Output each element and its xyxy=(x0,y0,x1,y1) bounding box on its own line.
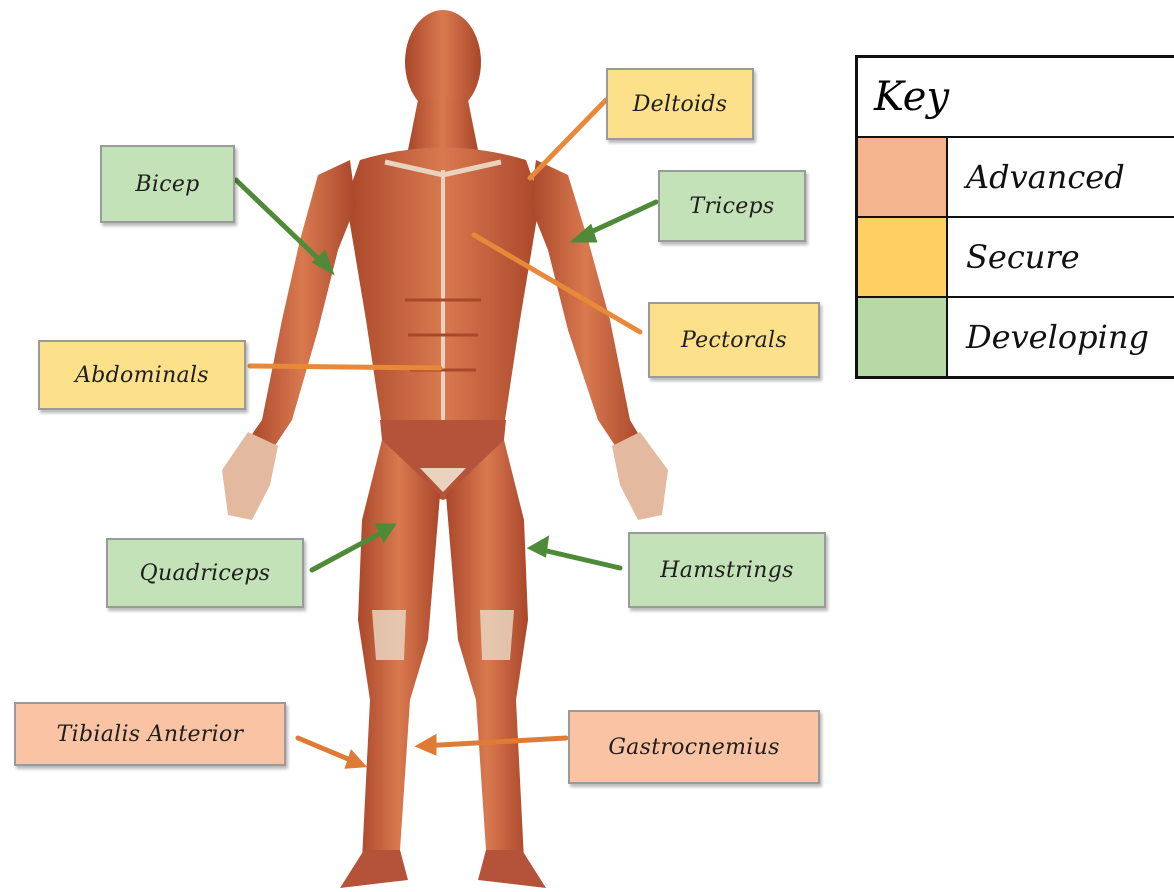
arrowhead-hamstrings xyxy=(532,540,546,554)
arrow-abdominals xyxy=(250,366,440,368)
left-foot xyxy=(340,850,408,888)
arrowhead-gastrocnemius xyxy=(420,738,434,752)
key-swatch-secure xyxy=(858,218,948,296)
left-arm xyxy=(248,160,356,450)
key-row-developing: Developing xyxy=(858,298,1174,376)
key-title: Key xyxy=(858,58,1174,138)
right-knee xyxy=(480,610,514,660)
neck xyxy=(408,100,478,150)
key-swatch-advanced xyxy=(858,138,948,216)
label-triceps: Triceps xyxy=(658,170,806,242)
right-arm xyxy=(530,160,642,450)
key-row-advanced: Advanced xyxy=(858,138,1174,218)
label-bicep: Bicep xyxy=(100,145,235,223)
label-hamstrings: Hamstrings xyxy=(628,532,826,608)
left-knee xyxy=(372,610,406,660)
head xyxy=(405,10,481,114)
arrow-deltoids xyxy=(530,100,606,178)
right-hand xyxy=(612,432,668,520)
key-label-advanced: Advanced xyxy=(948,138,1125,216)
label-pectorals: Pectorals xyxy=(648,302,820,378)
label-gastrocnemius: Gastrocnemius xyxy=(568,710,820,784)
label-quadriceps: Quadriceps xyxy=(106,538,304,608)
label-tibialis-anterior: Tibialis Anterior xyxy=(14,702,286,766)
label-abdominals: Abdominals xyxy=(38,340,246,410)
left-hand xyxy=(222,432,278,520)
key-table: Key Advanced Secure Developing xyxy=(855,55,1174,379)
label-deltoids: Deltoids xyxy=(606,68,754,140)
key-label-developing: Developing xyxy=(948,298,1149,376)
key-row-secure: Secure xyxy=(858,218,1174,298)
arrowhead-tibialis xyxy=(348,754,362,766)
key-label-secure: Secure xyxy=(948,218,1080,296)
right-foot xyxy=(478,850,546,888)
key-swatch-developing xyxy=(858,298,948,376)
